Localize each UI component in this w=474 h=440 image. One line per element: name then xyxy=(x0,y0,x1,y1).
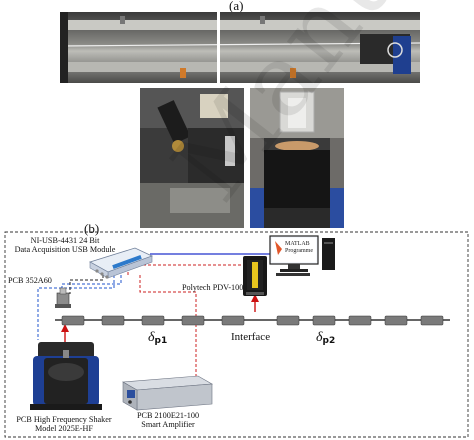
amplifier-label-line1: PCB 2100E21-100 xyxy=(136,411,200,420)
vibrometer-signal-line xyxy=(127,262,261,275)
shaker-image xyxy=(30,342,102,410)
amp-signal-line xyxy=(139,275,197,377)
shaker-label: PCB High Frequency Shaker Model 2025E-HF xyxy=(6,415,122,433)
pc-screen-label: MATLAB Programme xyxy=(285,241,313,254)
pc-label-line2: Programme xyxy=(285,247,313,254)
vibrometer-label: Polytech PDV-100 xyxy=(182,283,244,292)
pc-image xyxy=(269,235,335,276)
daq-label-line2: Data Acquisition USB Module xyxy=(14,245,116,254)
periodic-beam xyxy=(55,315,450,326)
accelerometer-label: PCB 352A60 xyxy=(8,276,52,285)
photo-shaker-mount xyxy=(140,88,244,228)
amplifier-label-line2: Smart Amplifier xyxy=(141,420,195,429)
drive-signal-line-blue xyxy=(37,275,115,340)
daq-module-image xyxy=(88,247,154,279)
accelerometer-image xyxy=(55,287,71,308)
daq-label-line1: NI-USB-4431 24 Bit xyxy=(30,236,100,245)
photo-rail-structure xyxy=(60,12,420,83)
panel-a-label: (a) xyxy=(229,0,244,13)
interface-label: Interface xyxy=(231,331,271,343)
delta-p1-label: δp1 xyxy=(148,330,168,346)
amplifier-label: PCB 2100E21-100 Smart Amplifier xyxy=(118,411,218,429)
accel-signal-line xyxy=(61,275,122,290)
shaker-label-line2: Model 2025E-HF xyxy=(35,424,93,433)
shaker-label-line1: PCB High Frequency Shaker xyxy=(16,415,112,424)
vibrometer-image xyxy=(243,256,267,296)
amplifier-image xyxy=(122,375,213,411)
photo-vibrometer-head xyxy=(250,88,344,228)
delta-p2-label: δp2 xyxy=(316,330,336,346)
pc-label-line1: MATLAB xyxy=(285,241,310,247)
diagram-frame xyxy=(4,231,469,438)
daq-label: NI-USB-4431 24 Bit Data Acquisition USB … xyxy=(6,236,124,254)
accel-cable-line xyxy=(69,275,104,294)
